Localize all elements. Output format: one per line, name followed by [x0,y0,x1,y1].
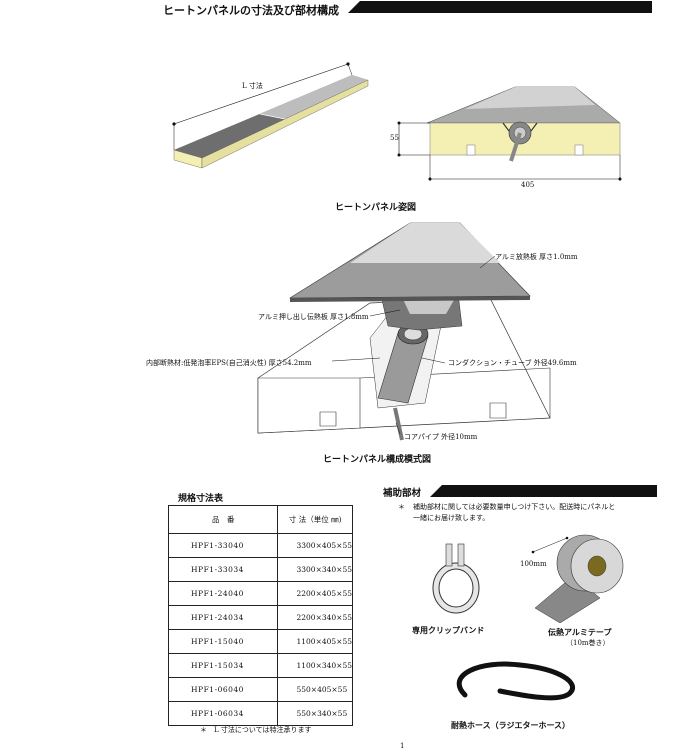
aux-note-mark: ＊ [398,503,405,511]
cell-size: 2200×405×55 [277,581,353,606]
width-label: 405 [521,181,535,189]
label-insulation: 内部断熱材:低発泡率EPS(自己消火性) 厚さ54.2mm [146,359,312,367]
cell-code: HPF1-15040 [167,629,279,654]
hose-drawing [456,661,575,701]
spec-table-note: ＊ L 寸法については特注承ります [200,726,312,734]
length-label: L 寸法 [242,82,263,90]
label-alu-plate: アルミ放熱板 厚さ1.0mm [495,253,578,261]
page-number: 1 [400,742,405,750]
table-header-row: 品 番 寸 法（単位 ㎜) [167,505,353,534]
aux-note-line2: 一緒にお届け致します。 [413,514,490,522]
panel-section-drawing [397,86,622,181]
cell-size: 3300×405×55 [277,533,353,558]
header-size: 寸 法（単位 ㎜) [277,505,353,534]
header-code: 品 番 [167,505,279,534]
cell-size: 550×405×55 [277,677,353,702]
clip-band-drawing [432,543,480,614]
cell-code: HPF1-33034 [167,557,279,582]
label-conduction-tube: コンダクション・チューブ 外径49.6mm [448,359,577,367]
cell-size: 550×340×55 [277,701,353,726]
cell-size: 3300×340×55 [277,557,353,582]
page-title: ヒートンパネルの寸法及び部材構成 [163,4,339,17]
cell-code: HPF1-06034 [167,701,279,726]
cell-code: HPF1-24034 [167,605,279,630]
aux-note-line1: 補助部材に関しては必要数量申しつけ下さい。配送時にパネルと [413,503,616,511]
cell-code: HPF1-24040 [167,581,279,606]
figure1-caption: ヒートンパネル姿図 [335,203,417,213]
alu-tape-caption: 伝熱アルミテープ [548,628,612,637]
cell-code: HPF1-33040 [167,533,279,558]
cell-size: 1100×340×55 [277,653,353,678]
figure2-caption: ヒートンパネル構成模式図 [323,455,432,465]
height-label: 55 [390,134,399,142]
label-alu-extrusion: アルミ押し出し伝熱板 厚さ1.8mm [258,313,369,321]
alu-tape-sub: （10m巻き） [566,639,610,647]
cell-code: HPF1-15034 [167,653,279,678]
header-bar [348,1,652,13]
aux-header-bar [430,485,657,497]
panel-perspective-drawing [172,62,369,169]
cell-code: HPF1-06040 [167,677,279,702]
panel-structure-drawing [257,222,551,441]
label-core-pipe: コアパイプ 外径10mm [404,433,478,441]
cell-size: 1100×405×55 [277,629,353,654]
hose-caption: 耐熱ホース（ラジエターホース） [451,721,571,730]
clip-band-caption: 専用クリップバンド [412,626,485,635]
alu-tape-drawing [531,534,624,623]
cell-size: 2200×340×55 [277,605,353,630]
spec-table-title: 規格寸法表 [178,494,224,504]
aux-title: 補助部材 [383,488,422,499]
tape-width-label: 100mm [520,560,547,568]
